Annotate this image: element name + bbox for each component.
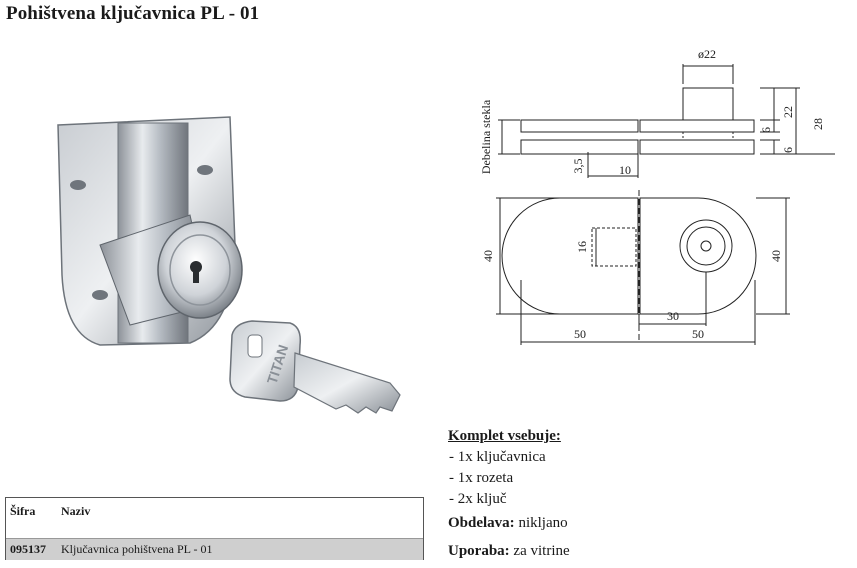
- key-photo: TITAN: [229, 320, 401, 414]
- table-row: 095137 Ključavnica pohištvena PL - 01: [6, 538, 423, 560]
- cell-name: Ključavnica pohištvena PL - 01: [61, 542, 213, 556]
- product-table: Šifra Naziv 095137 Ključavnica pohištven…: [5, 497, 424, 560]
- dim-30: 30: [667, 309, 679, 323]
- kit-item: - 2x ključ: [449, 491, 507, 507]
- kit-item: - 1x rozeta: [449, 470, 514, 486]
- dim-40-right: 40: [769, 250, 783, 262]
- glass-thickness-label: Debelina stekla: [479, 99, 493, 174]
- cell-code: 095137: [10, 542, 46, 556]
- usage-label: Uporaba:: [448, 543, 510, 559]
- finish-label: Obdelava:: [448, 515, 515, 531]
- usage-value: za vitrine: [513, 543, 570, 559]
- lock-photo: TITAN: [57, 116, 401, 414]
- dim-6a: 6: [759, 127, 773, 133]
- finish-value: nikljano: [518, 515, 568, 531]
- dim-28: 28: [811, 118, 825, 130]
- dim-16: 16: [575, 241, 589, 253]
- table-header: Šifra Naziv: [6, 498, 423, 538]
- dim-diameter: ø22: [698, 47, 716, 61]
- technical-drawing: ø22 6 22 28 6 3,5 10 Debelina stekla 40 …: [479, 47, 835, 345]
- kit-item: - 1x ključavnica: [449, 449, 546, 465]
- dim-22: 22: [781, 106, 795, 118]
- dim-50-right: 50: [692, 327, 704, 341]
- finish-info: Obdelava: nikljano: [448, 515, 568, 532]
- dim-50-left: 50: [574, 327, 586, 341]
- page-title: Pohištvena ključavnica PL - 01: [6, 3, 260, 24]
- dim-6b: 6: [781, 147, 795, 153]
- kit-heading: Komplet vsebuje:: [448, 428, 561, 444]
- usage-info: Uporaba: za vitrine: [448, 543, 570, 560]
- dim-40-left: 40: [481, 250, 495, 262]
- header-code: Šifra: [10, 504, 36, 518]
- dim-10: 10: [619, 163, 631, 177]
- dim-3-5: 3,5: [571, 159, 585, 174]
- header-name: Naziv: [61, 504, 91, 518]
- kit-contents: Komplet vsebuje: - 1x ključavnica - 1x r…: [448, 426, 561, 510]
